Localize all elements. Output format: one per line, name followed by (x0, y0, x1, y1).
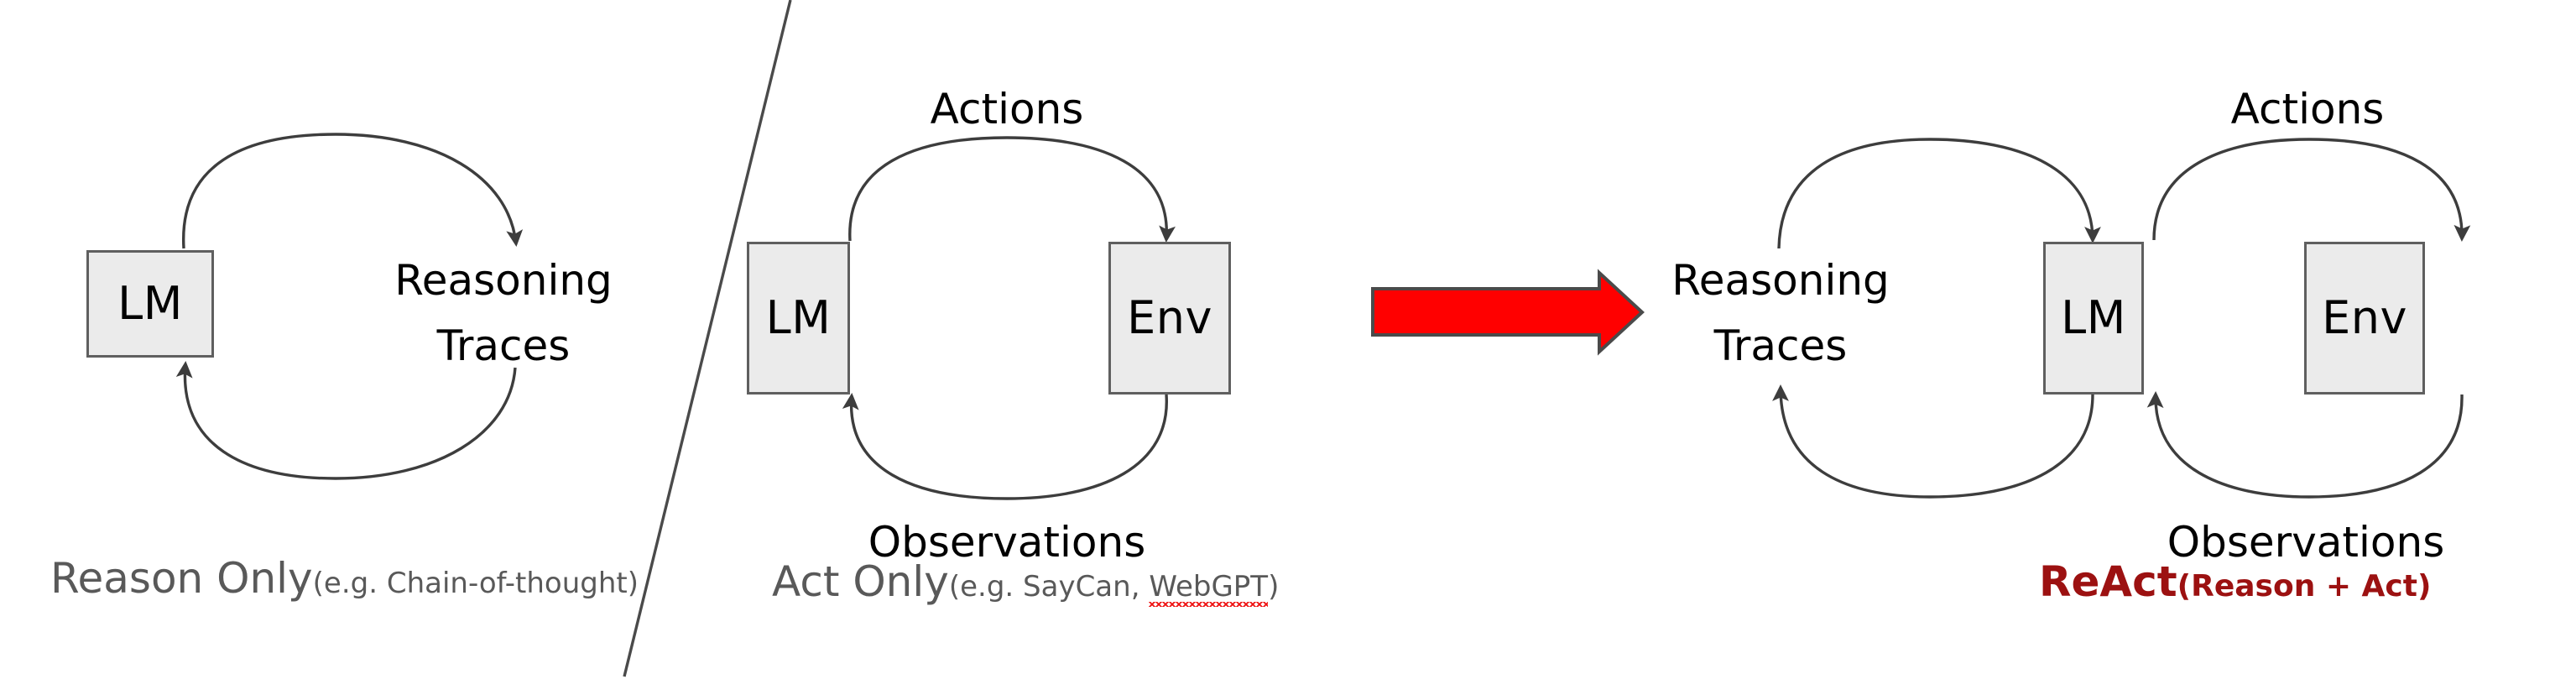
panel1-node-lm[interactable]: LM (86, 250, 214, 358)
panel1-edge-label-reasoning-traces: Reasoning Traces (394, 248, 613, 379)
panel-reason-only-arrows (175, 133, 524, 480)
arrow-react-reasoning-to-lm (1772, 384, 2094, 499)
arrow-react-env-to-lm-observations (2146, 391, 2464, 499)
panel3-reasoning-line2: Traces (1713, 321, 1848, 370)
arrow-lm-to-reasoning (182, 133, 524, 249)
panel2-caption: Act Only(e.g. SayCan, WebGPT) (772, 561, 1280, 607)
panel2-caption-sub-before: (e.g. SayCan, (948, 570, 1150, 604)
arrow-lm-to-env-actions (848, 136, 1176, 243)
arrow-react-lm-to-reasoning (1777, 138, 2101, 249)
panel2-node-lm[interactable]: LM (747, 242, 850, 395)
panel1-caption: Reason Only(e.g. Chain-of-thought) (50, 557, 639, 599)
panel2-caption-misspelled-word: WebGPT (1149, 570, 1269, 607)
arrow-env-to-lm-observations (842, 393, 1168, 500)
panel2-observations-text: Observations (868, 518, 1146, 567)
panel3-caption-main: ReAct (2039, 557, 2177, 606)
panel3-actions-text: Actions (2230, 85, 2385, 133)
panel3-caption-sub: (Reason + Act) (2177, 569, 2432, 604)
arrow-reasoning-to-lm (175, 361, 517, 480)
panel2-actions-text: Actions (930, 85, 1084, 133)
panel-react-arrows (1772, 138, 2471, 499)
panel3-node-env[interactable]: Env (2304, 242, 2425, 395)
panel3-edge-label-actions: Actions (2231, 77, 2385, 143)
panel2-node-env[interactable]: Env (1108, 242, 1231, 395)
panel1-caption-main: Reason Only (50, 554, 313, 603)
panel3-observations-text: Observations (2167, 518, 2445, 567)
panel3-node-env-label: Env (2322, 291, 2407, 344)
panel1-reasoning-line1: Reasoning (394, 256, 613, 305)
panel1-caption-sub: (e.g. Chain-of-thought) (312, 567, 639, 600)
panel-divider-line (623, 0, 792, 677)
panel3-node-lm-label: LM (2061, 291, 2126, 344)
panel2-caption-sub-after: ) (1268, 570, 1280, 604)
panel3-reasoning-line1: Reasoning (1671, 256, 1890, 305)
panel-act-only-arrows (842, 136, 1176, 500)
panel3-node-lm[interactable]: LM (2043, 242, 2144, 395)
panel2-edge-label-observations: Observations (868, 510, 1146, 576)
panel3-edge-label-reasoning-traces: Reasoning Traces (1671, 248, 1890, 379)
panel2-edge-label-actions: Actions (931, 77, 1084, 143)
panel1-reasoning-line2: Traces (436, 321, 571, 370)
red-transition-arrow-icon (1371, 269, 1645, 356)
panel3-edge-label-observations: Observations (2167, 510, 2445, 576)
panel2-caption-main: Act Only (772, 557, 949, 606)
panel2-node-env-label: Env (1127, 291, 1212, 344)
arrow-react-lm-to-env-actions (2152, 138, 2471, 242)
panel3-caption: ReAct(Reason + Act) (2039, 561, 2431, 603)
panel2-node-lm-label: LM (765, 291, 832, 344)
panel1-node-lm-label: LM (117, 277, 183, 330)
